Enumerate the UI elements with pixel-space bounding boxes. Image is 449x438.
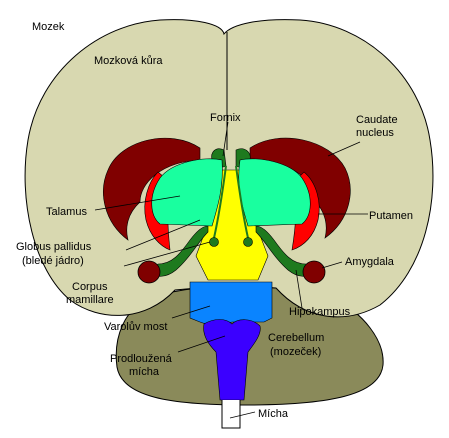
medulla-oblongata: [203, 319, 261, 401]
fornix-column-right: [235, 165, 249, 239]
thalamus-left: [151, 158, 223, 227]
leader-lines: [94, 121, 368, 419]
label-thalamus: Talamus: [46, 206, 87, 218]
diagram-title: Mozek: [32, 21, 65, 33]
amygdala-left: [137, 260, 161, 284]
label-caudate-1: Caudate: [356, 114, 398, 126]
label-cortex: Mozková kůra: [94, 55, 163, 67]
label-globus-1: Globus pallidus: [16, 241, 92, 253]
corpus-mamillare-left: [209, 237, 219, 247]
label-corpus-2: mamillare: [66, 294, 114, 306]
hippocampus-left: [149, 225, 209, 277]
fornix-column-left: [213, 165, 227, 239]
pons: [189, 281, 273, 326]
label-caudate-2: nucleus: [356, 127, 394, 139]
label-spinal-cord: Mícha: [258, 408, 289, 420]
label-hippocampus: Hipokampus: [289, 306, 351, 318]
label-pons: Varolův most: [104, 321, 167, 333]
label-medulla-1: Prodloužená: [110, 353, 173, 365]
label-putamen: Putamen: [369, 210, 413, 222]
label-globus-2: (bledé jádro): [22, 255, 84, 267]
corpus-mamillare-right: [243, 237, 253, 247]
label-amygdala: Amygdala: [345, 256, 395, 268]
label-cerebellum-2: (mozeček): [270, 346, 321, 358]
label-fornix: Fornix: [210, 112, 241, 124]
label-medulla-2: mícha: [129, 366, 160, 378]
label-corpus-1: Corpus: [72, 281, 108, 293]
spinal-cord: [221, 400, 241, 429]
caudate-nucleus-left: [103, 137, 201, 241]
label-cerebellum-1: Cerebellum: [268, 332, 324, 344]
amygdala-right: [302, 260, 326, 284]
